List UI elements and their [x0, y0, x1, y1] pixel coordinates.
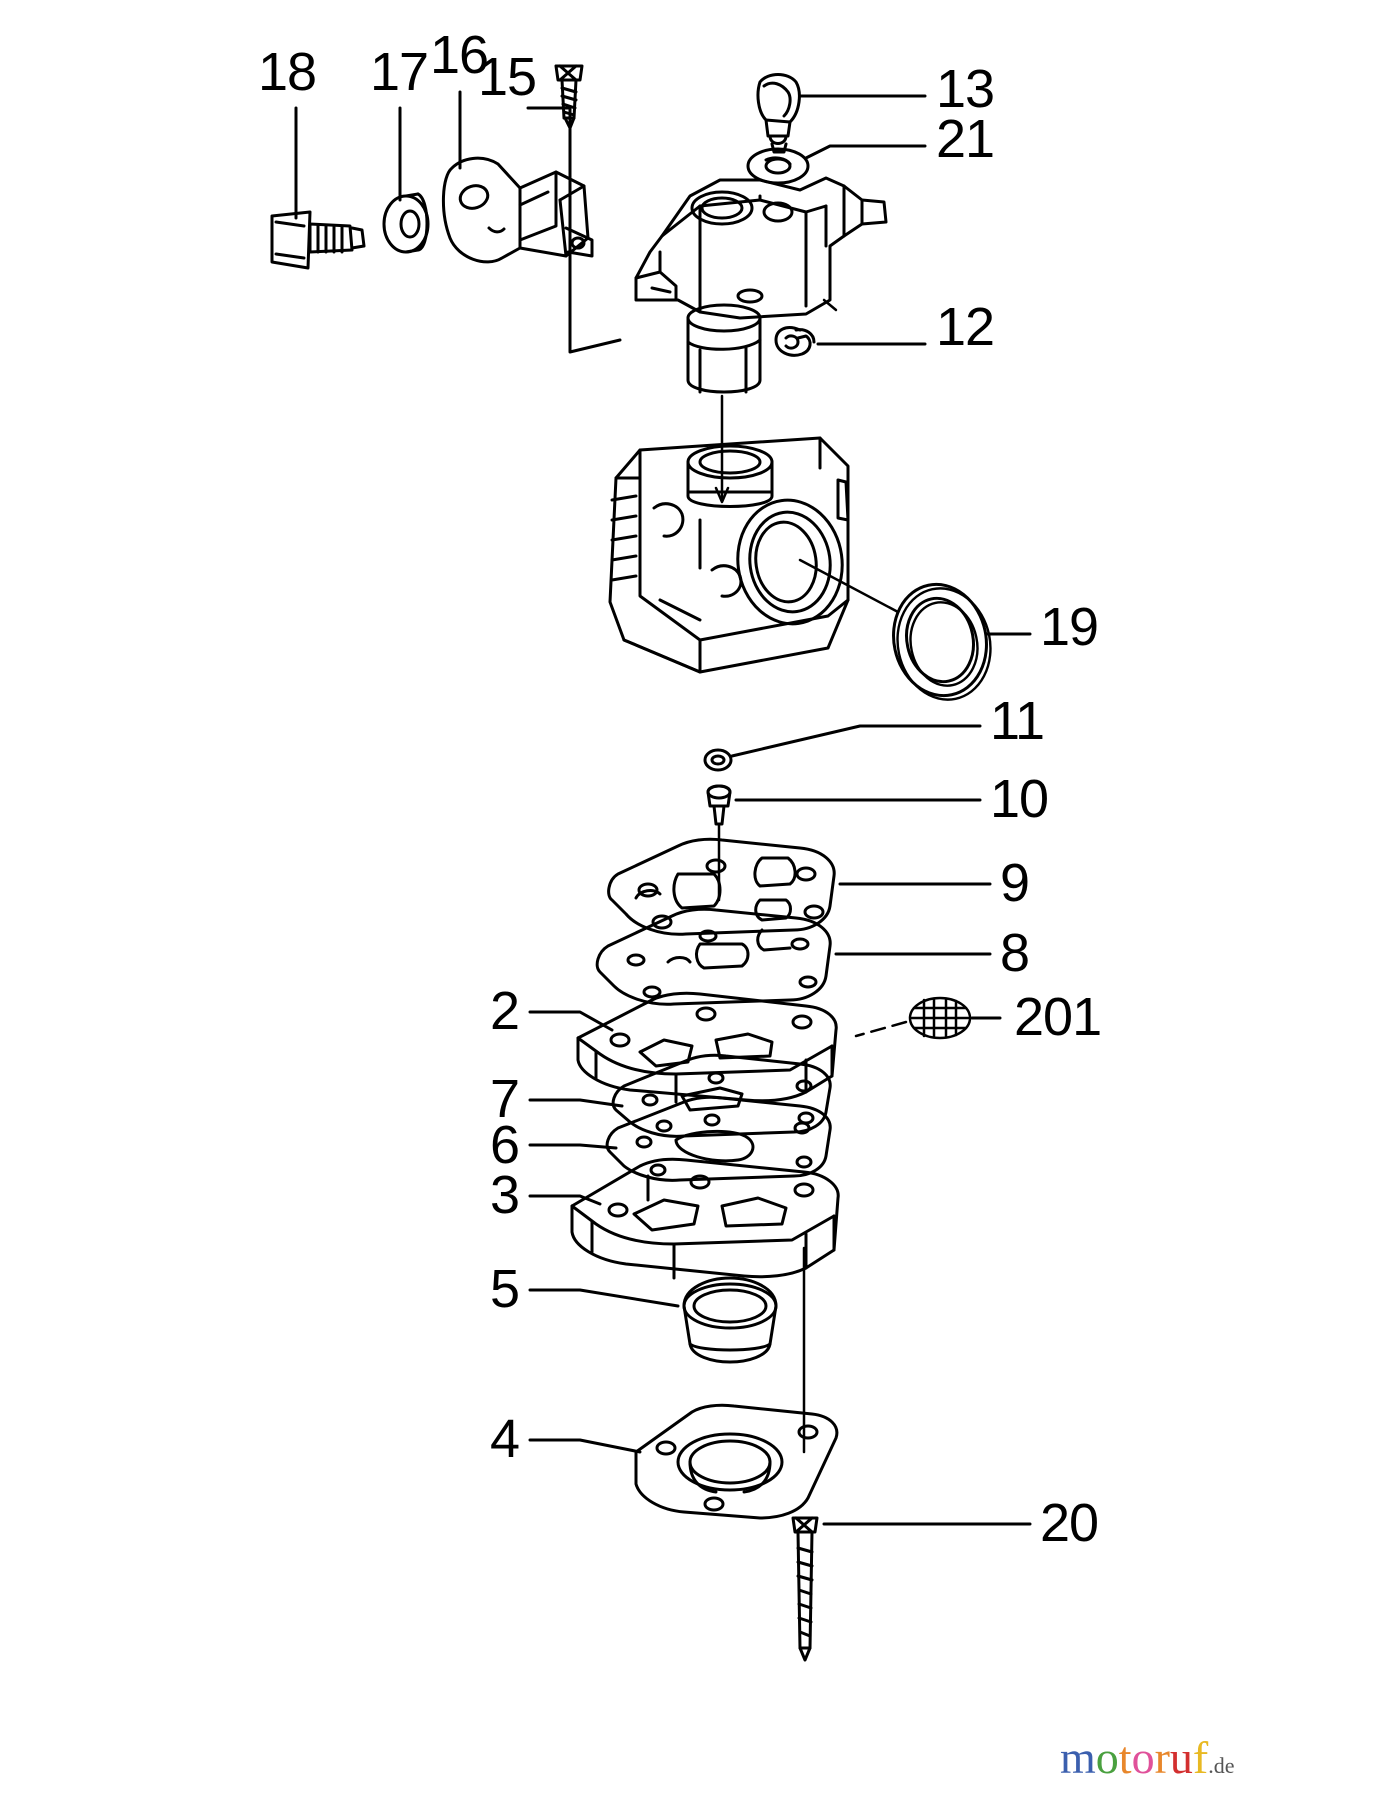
- part-7-gasket: [611, 1053, 832, 1138]
- part-10-valve-plug: [706, 784, 732, 826]
- callout-17: 17: [370, 42, 429, 102]
- callout-20: 20: [1040, 1493, 1099, 1553]
- part-19-oring: [892, 582, 992, 701]
- callout-9: 9: [1000, 853, 1030, 913]
- callout-4: 4: [490, 1409, 520, 1469]
- part-5-primer-bulb: [682, 1276, 778, 1364]
- part-16-lever-plate: [441, 156, 594, 264]
- leader-12b: [822, 298, 838, 312]
- part-11-small-oring: [703, 748, 733, 772]
- part-9-gasket-upper: [607, 837, 836, 936]
- leader-19a: [798, 558, 900, 614]
- leader-4: [528, 1438, 642, 1454]
- leader-11: [730, 724, 982, 758]
- wm-letter-o1: o: [1095, 1732, 1119, 1783]
- part-21-washer: [746, 147, 810, 185]
- callout-18: 18: [258, 42, 317, 102]
- wm-letter-u: u: [1169, 1732, 1193, 1783]
- callout-21: 21: [936, 109, 995, 169]
- callout-5: 5: [490, 1259, 520, 1319]
- wm-letter-r: r: [1154, 1732, 1170, 1783]
- part-201-screen-filter: [908, 996, 972, 1040]
- part-2-body-upper: [576, 991, 838, 1104]
- callout-201: 201: [1014, 987, 1102, 1047]
- part-15-screw: [554, 64, 584, 130]
- wm-letter-f: f: [1192, 1732, 1209, 1783]
- wm-letter-o2: o: [1131, 1732, 1155, 1783]
- callout-3: 3: [490, 1165, 520, 1225]
- part-carburetor-upper-body: [634, 176, 888, 394]
- leader-21: [804, 144, 927, 160]
- leader-5: [528, 1288, 680, 1308]
- callout-15: 15: [478, 47, 537, 107]
- part-20-long-screw: [791, 1516, 819, 1662]
- callout-13: 13: [936, 59, 995, 119]
- callout-7: 7: [490, 1069, 520, 1129]
- leader-201a: [854, 1020, 908, 1038]
- leader-3: [528, 1194, 602, 1206]
- part-17-washer: [382, 192, 430, 254]
- leader-lines-top-left: [294, 90, 622, 354]
- callout-10: 10: [990, 769, 1049, 829]
- callout-16: 16: [430, 25, 489, 85]
- callout-11: 11: [990, 691, 1045, 751]
- leader-7: [528, 1098, 624, 1108]
- part-engine-block: [608, 436, 850, 674]
- part-8-diaphragm: [595, 907, 832, 1006]
- wm-suffix: .de: [1208, 1753, 1235, 1778]
- part-3-body-lower: [570, 1157, 840, 1280]
- part-12-e-clip: [774, 326, 816, 357]
- callout-8: 8: [1000, 923, 1030, 983]
- wm-letter-t: t: [1118, 1732, 1132, 1783]
- part-6-diaphragm-lower: [605, 1095, 832, 1182]
- assembly-axis-upper: [714, 394, 730, 504]
- leader-2: [528, 1010, 614, 1032]
- callout-12: 12: [936, 297, 995, 357]
- part-18-bolt: [270, 210, 366, 270]
- callout-2: 2: [490, 981, 520, 1041]
- callout-6: 6: [490, 1115, 520, 1175]
- part-13-fuel-fitting: [756, 73, 801, 154]
- part-4-base-plate: [634, 1403, 839, 1520]
- wm-letter-m: m: [1060, 1732, 1096, 1783]
- leader-6: [528, 1143, 618, 1150]
- callout-19: 19: [1040, 597, 1099, 657]
- watermark-motoruf: motoruf.de: [1060, 1735, 1370, 1793]
